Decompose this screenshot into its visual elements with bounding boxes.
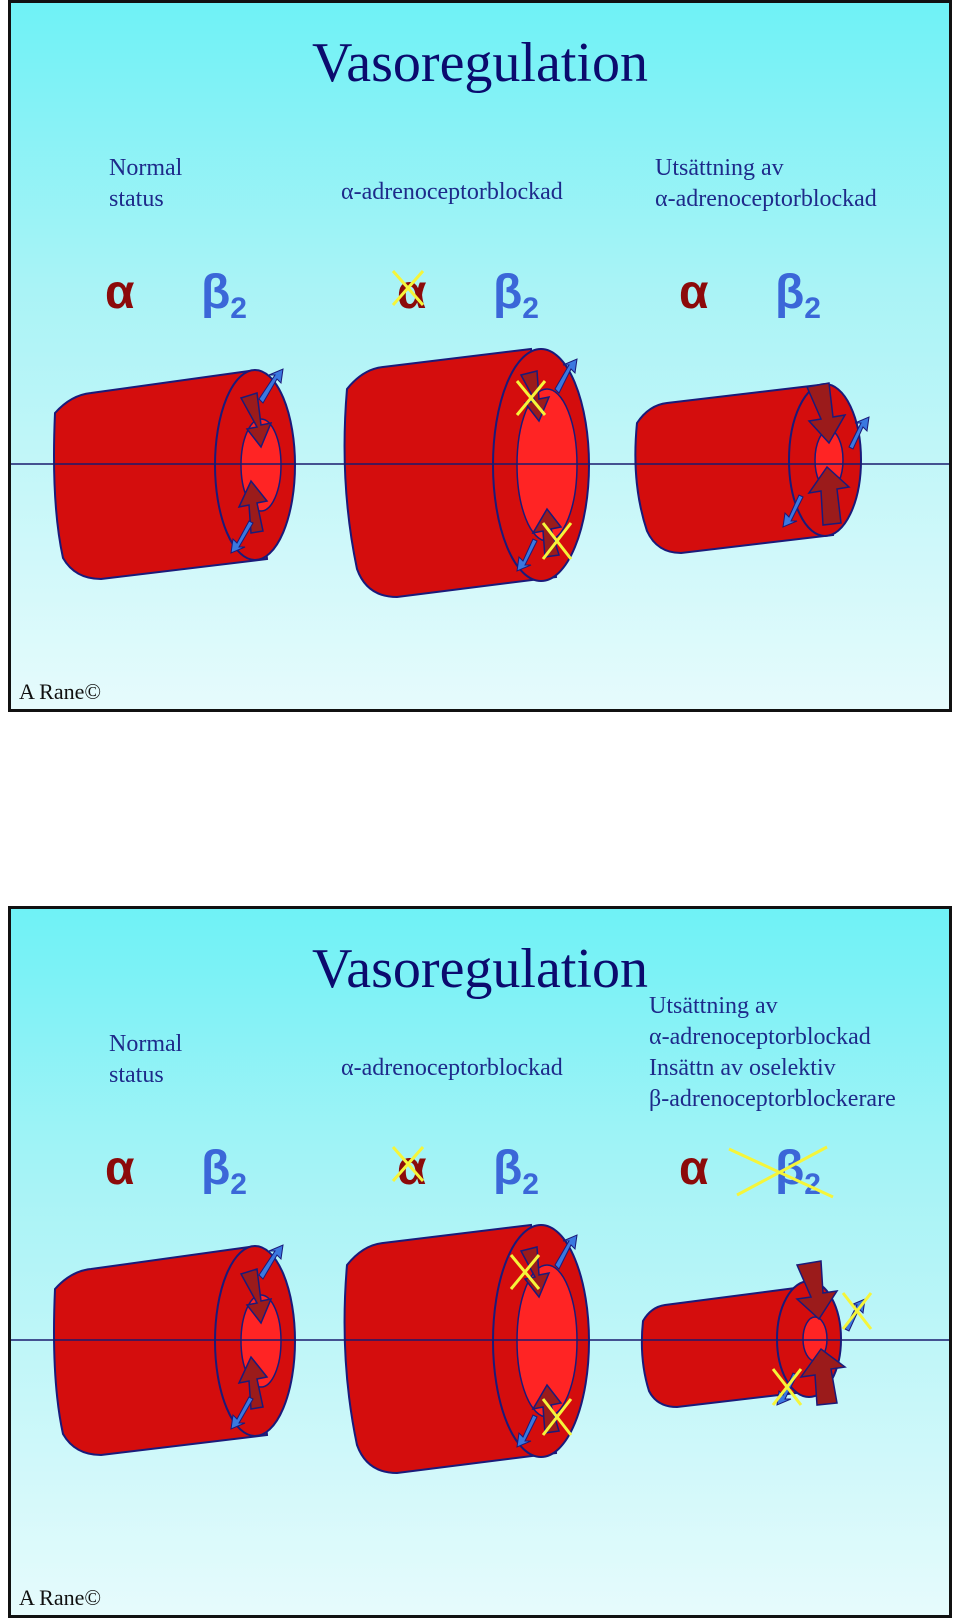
slide-title: Vasoregulation [312, 938, 648, 1000]
beta2-receptor-label: β2 [201, 266, 247, 325]
vessel-diagram-1 [11, 347, 949, 599]
blocked-mark [771, 1292, 873, 1406]
credit: A Rane© [19, 1585, 102, 1610]
beta2-receptor-label: β2 [493, 1142, 539, 1201]
vessel-withdrawal-beta-blocked [640, 1260, 873, 1409]
vessel-normal [53, 368, 296, 581]
vessel-alpha-blocked [343, 1223, 590, 1475]
vessel-withdrawal [634, 382, 870, 555]
vessel-diagram-2 [11, 1223, 949, 1475]
credit: A Rane© [19, 679, 102, 704]
blocked-mark [515, 380, 573, 560]
alpha-receptor-label: α [679, 266, 709, 319]
blocked-mark [728, 1145, 834, 1199]
column-label-withdrawal: Utsättning av α-adrenoceptorblockad Insä… [649, 993, 896, 1112]
slide-2: Vasoregulation Normal status α-adrenocep… [8, 906, 952, 1618]
alpha-receptor-label: α [105, 266, 135, 319]
column-label-withdrawal: Utsättning av α-adrenoceptorblockad [655, 155, 877, 212]
beta2-receptor-label: β2 [775, 266, 821, 325]
column-label-alpha-block: α-adrenoceptorblockad [341, 1055, 563, 1081]
alpha-receptor-label: α [105, 1142, 135, 1195]
vessel-alpha-blocked [343, 347, 590, 599]
column-label-normal: Normal status [109, 1031, 183, 1088]
blocked-mark [509, 1254, 573, 1436]
slide-title: Vasoregulation [312, 32, 648, 94]
column-label-normal: Normal status [109, 155, 183, 212]
beta2-receptor-label: β2 [201, 1142, 247, 1201]
vessel-normal [53, 1244, 296, 1457]
column-label-alpha-block: α-adrenoceptorblockad [341, 179, 563, 205]
blocked-mark [391, 1146, 425, 1182]
blocked-mark [391, 270, 425, 306]
slide-1: Vasoregulation Normal status α-adrenocep… [8, 0, 952, 712]
beta2-receptor-label: β2 [493, 266, 539, 325]
alpha-receptor-label: α [679, 1142, 709, 1195]
